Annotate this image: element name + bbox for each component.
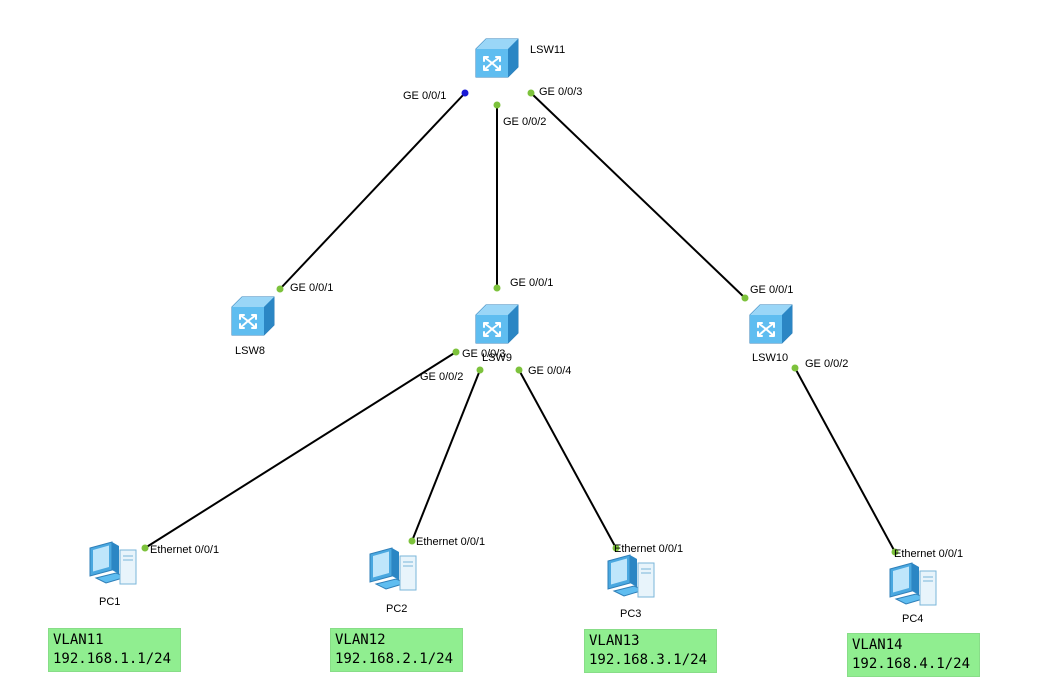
pc-pc4[interactable] <box>886 561 942 618</box>
lsw8-name: LSW8 <box>235 345 265 357</box>
port-dot-lsw9-ge001[interactable] <box>493 284 501 292</box>
port-dot-lsw8-ge001[interactable] <box>276 285 284 293</box>
port-dot-lsw10-ge001[interactable] <box>741 294 749 302</box>
pc-icon <box>369 547 417 591</box>
pc-pc3[interactable] <box>604 553 660 610</box>
link-lsw11-lsw8[interactable] <box>279 92 466 290</box>
port-dot-lsw10-ge002[interactable] <box>791 364 799 372</box>
port-label-lsw10-ge001: GE 0/0/1 <box>750 284 794 296</box>
vlan-id: VLAN14 <box>852 637 903 653</box>
port-label-lsw9-ge002: GE 0/0/2 <box>420 371 464 383</box>
vlan-box-pc1[interactable]: VLAN11 192.168.1.1/24 <box>48 628 181 672</box>
vlan-id: VLAN13 <box>589 633 640 649</box>
port-label-pc2-eth: Ethernet 0/0/1 <box>416 536 486 548</box>
switch-icon <box>749 304 793 344</box>
switch-lsw10[interactable] <box>748 303 794 350</box>
vlan-ip: 192.168.4.1/24 <box>852 656 971 672</box>
port-label-pc3-eth: Ethernet 0/0/1 <box>614 543 684 555</box>
link-lsw9-pc1[interactable] <box>144 351 457 549</box>
port-dot-lsw11-ge001[interactable] <box>461 89 469 97</box>
link-lsw9-pc2[interactable] <box>411 369 481 542</box>
vlan-ip: 192.168.3.1/24 <box>589 652 708 668</box>
port-dot-lsw9-ge004[interactable] <box>515 366 523 374</box>
port-dot-pc4-eth[interactable] <box>891 548 899 556</box>
port-label-lsw9-ge001: GE 0/0/1 <box>510 277 554 289</box>
pc-icon <box>607 554 655 598</box>
lsw11-name: LSW11 <box>530 44 566 56</box>
port-label-lsw11-ge003: GE 0/0/3 <box>539 86 583 98</box>
pc-icon <box>89 541 137 585</box>
port-dot-lsw9-ge003[interactable] <box>452 348 460 356</box>
pc-icon <box>889 562 937 606</box>
vlan-id: VLAN12 <box>335 632 386 648</box>
port-label-lsw11-ge002: GE 0/0/2 <box>503 116 547 128</box>
pc4-name: PC4 <box>902 613 924 625</box>
link-lsw11-lsw10[interactable] <box>530 92 746 299</box>
port-label-lsw9-ge003: GE 0/0/3 <box>462 348 506 360</box>
pc2-name: PC2 <box>386 603 408 615</box>
switch-icon <box>475 38 519 78</box>
port-label-lsw10-ge002: GE 0/0/2 <box>805 358 849 370</box>
port-label-pc1-eth: Ethernet 0/0/1 <box>150 544 220 556</box>
switch-icon <box>475 304 519 344</box>
vlan-box-pc3[interactable]: VLAN13 192.168.3.1/24 <box>584 629 717 673</box>
port-dot-pc2-eth[interactable] <box>408 537 416 545</box>
port-label-lsw9-ge004: GE 0/0/4 <box>528 365 572 377</box>
port-label-pc4-eth: Ethernet 0/0/1 <box>894 548 964 560</box>
lsw10-name: LSW10 <box>752 352 789 364</box>
switch-icon <box>231 296 275 336</box>
vlan-ip: 192.168.1.1/24 <box>53 651 172 667</box>
port-dot-lsw11-ge002[interactable] <box>493 101 501 109</box>
pc-pc2[interactable] <box>366 546 422 603</box>
pc3-name: PC3 <box>620 608 642 620</box>
vlan-ip: 192.168.2.1/24 <box>335 651 454 667</box>
port-dot-lsw11-ge003[interactable] <box>527 89 535 97</box>
port-dot-pc1-eth[interactable] <box>141 544 149 552</box>
vlan-box-pc4[interactable]: VLAN14 192.168.4.1/24 <box>847 633 980 677</box>
port-dot-pc3-eth[interactable] <box>612 544 620 552</box>
port-label-lsw11-ge001: GE 0/0/1 <box>403 90 447 102</box>
switch-lsw11[interactable] <box>474 37 520 84</box>
switch-lsw9[interactable] <box>474 303 520 350</box>
port-dot-lsw9-ge002[interactable] <box>476 366 484 374</box>
link-lsw10-pc4[interactable] <box>794 367 896 553</box>
port-label-lsw8-ge001: GE 0/0/1 <box>290 282 334 294</box>
vlan-id: VLAN11 <box>53 632 104 648</box>
switch-lsw8[interactable] <box>230 295 276 342</box>
lsw9-name: LSW9 <box>482 352 512 364</box>
pc-pc1[interactable] <box>86 540 142 597</box>
pc1-name: PC1 <box>99 596 121 608</box>
vlan-box-pc2[interactable]: VLAN12 192.168.2.1/24 <box>330 628 463 672</box>
link-lsw9-pc3[interactable] <box>518 369 617 549</box>
